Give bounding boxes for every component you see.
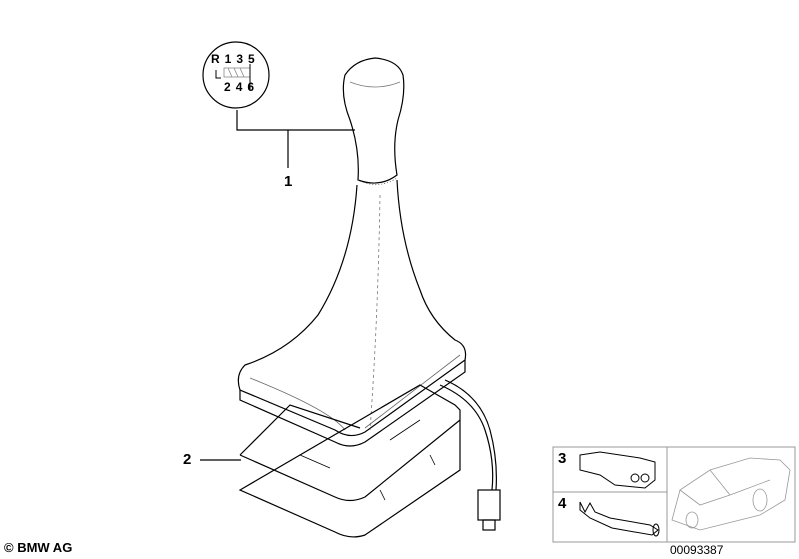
gear-6: 6 [247,80,260,94]
gear-5: 5 [248,52,260,66]
gear-1: 1 [224,52,237,66]
gear-3: 3 [236,52,249,66]
callout-1: 1 [284,173,293,190]
shift-pattern-top-row: R135 [211,52,260,66]
contact-terminal-part-4 [579,501,660,537]
callout-3: 3 [558,450,567,467]
gear-knob [342,57,405,185]
frame-tray [238,384,461,538]
callout-2: 2 [183,451,192,468]
shift-boot [237,179,467,447]
inset-box [552,446,796,543]
shift-pattern-bottom-row: 246 [224,80,259,94]
shift-pattern-emblem [202,41,270,109]
copyright-label: © BMW AG [4,540,73,555]
connector-housing-part-3 [579,451,656,489]
cable-connector [439,379,501,531]
leader-line-1 [236,110,355,168]
vehicle-icon [671,457,791,531]
gear-2: 2 [224,80,236,94]
gear-r: R [211,52,225,66]
gear-4: 4 [235,80,248,94]
diagram-id: 00093387 [670,543,724,557]
callout-4: 4 [558,495,567,512]
